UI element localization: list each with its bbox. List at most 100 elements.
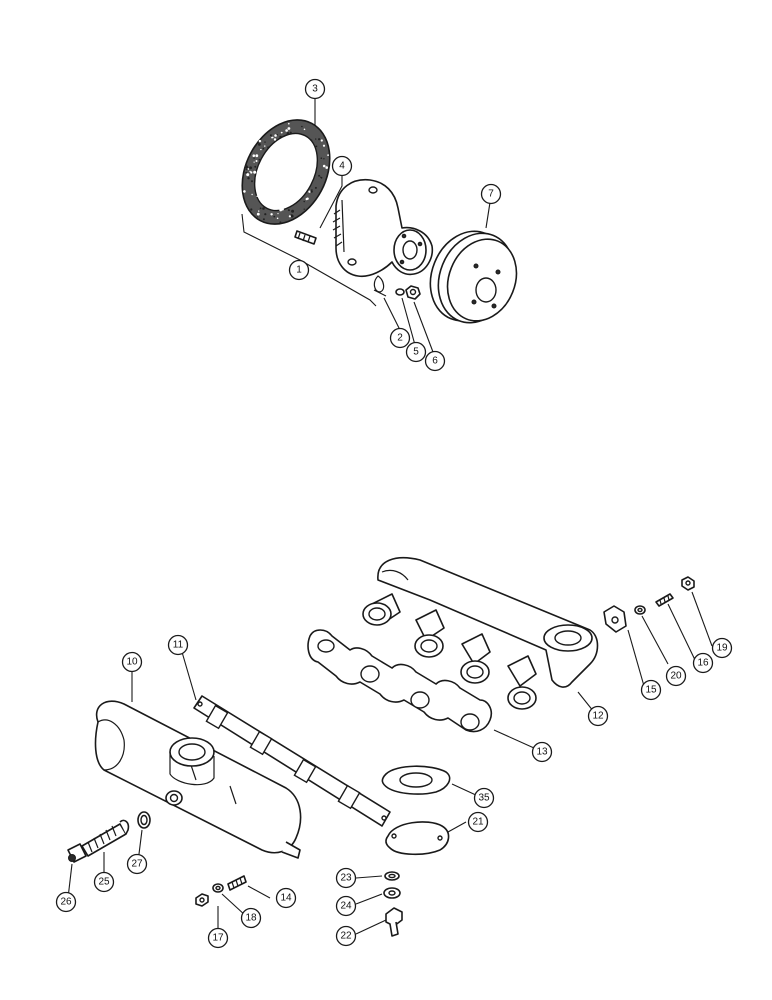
- gasket-texture-dot: [245, 165, 248, 169]
- gasket-texture-dot: [255, 154, 259, 158]
- gasket-texture-dot: [270, 213, 273, 216]
- gasket-texture-dot: [273, 138, 277, 141]
- exhaust-manifold-gasket: [307, 629, 493, 733]
- gasket-texture-dot: [322, 164, 326, 168]
- gasket-texture-dot: [256, 216, 259, 218]
- callout-7: 7: [480, 183, 502, 205]
- callout-6-label: 6: [432, 356, 438, 367]
- leader-lines: [67, 98, 713, 936]
- gasket-texture-dot: [258, 158, 261, 161]
- callout-24: 24: [335, 895, 357, 917]
- gasket-texture-dot: [243, 190, 246, 193]
- callout-16-label: 16: [697, 658, 709, 669]
- callout-5: 5: [405, 341, 427, 363]
- callout-3: 3: [304, 78, 326, 100]
- gasket-texture-dot: [325, 166, 329, 169]
- gasket-texture-dot: [262, 218, 265, 221]
- callout-labels: 1 2 3 4 5 6 7 10 11 12 13 14 15 16 17 18…: [55, 78, 733, 949]
- manifold-stud: [655, 593, 674, 607]
- gasket-texture-dot: [273, 215, 276, 218]
- plate-lock-washer: [383, 887, 401, 899]
- callout-35: 35: [473, 787, 495, 809]
- gasket-texture-dot: [260, 148, 262, 151]
- pump-gasket: [241, 119, 331, 225]
- gasket-texture-dot: [287, 209, 290, 212]
- gasket-texture-dot: [280, 131, 283, 134]
- callout-23-label: 23: [340, 873, 352, 884]
- gasket-texture-dot: [250, 208, 253, 211]
- manifold-washer: [634, 605, 646, 615]
- callout-14: 14: [275, 887, 297, 909]
- callout-15: 15: [640, 679, 662, 701]
- callout-17-label: 17: [212, 933, 224, 944]
- intake-washer: [212, 883, 224, 893]
- callout-19: 19: [711, 637, 733, 659]
- intake-manifold: [94, 700, 302, 859]
- gasket-texture-dot: [277, 213, 279, 215]
- manifold-nut: [681, 576, 695, 591]
- temperature-sender: [67, 843, 87, 863]
- gasket-texture-dot: [285, 129, 288, 132]
- callout-15-label: 15: [645, 685, 657, 696]
- callout-10-label: 10: [126, 657, 138, 668]
- gasket-texture-dot: [245, 168, 248, 171]
- callout-11-label: 11: [173, 640, 184, 651]
- gasket-texture-dot: [303, 200, 306, 203]
- gasket-texture-dot: [252, 154, 256, 157]
- exhaust-manifold: [362, 557, 599, 710]
- gasket-texture-dot: [322, 144, 326, 147]
- callout-11: 11: [167, 634, 189, 656]
- gasket-texture-dot: [320, 176, 323, 179]
- callout-26-label: 26: [60, 897, 72, 908]
- plate-bolt: [385, 907, 403, 937]
- gasket-texture-dot: [288, 215, 291, 218]
- callout-18: 18: [240, 907, 262, 929]
- gasket-texture-dot: [264, 141, 266, 143]
- gasket-texture-dot: [255, 160, 258, 162]
- gasket-texture-dot: [279, 136, 281, 138]
- manifold-ports: [362, 593, 537, 710]
- gasket-texture-dot: [315, 145, 318, 148]
- callout-16: 16: [692, 652, 714, 674]
- gasket-texture-dot: [259, 207, 262, 210]
- callout-3-label: 3: [312, 84, 318, 95]
- outlet-gasket: [381, 765, 451, 795]
- gasket-texture-dot: [258, 210, 260, 212]
- callout-2: 2: [389, 327, 411, 349]
- pump-lock-washer: [395, 288, 405, 296]
- callout-4-label: 4: [339, 161, 345, 172]
- gasket-texture-dot: [250, 171, 253, 174]
- callout-2-label: 2: [397, 333, 403, 344]
- pump-clip: [373, 275, 387, 297]
- gasket-texture-dot: [281, 207, 284, 211]
- gasket-texture-dot: [258, 143, 261, 146]
- callout-22: 22: [335, 925, 357, 947]
- callout-18-label: 18: [245, 913, 257, 924]
- callout-1: 1: [288, 259, 310, 281]
- callout-13: 13: [531, 741, 553, 763]
- callout-35-label: 35: [478, 793, 490, 804]
- callout-25-label: 25: [98, 877, 110, 888]
- gasket-texture-dot: [247, 168, 250, 170]
- callout-7-label: 7: [488, 189, 494, 200]
- callout-26: 26: [55, 891, 77, 913]
- gasket-texture-dot: [310, 139, 313, 141]
- gasket-texture-dot: [320, 157, 323, 159]
- gasket-texture-dot: [245, 171, 248, 174]
- gasket-texture-dot: [247, 177, 250, 180]
- gasket-texture-dot: [262, 147, 265, 150]
- callout-17: 17: [207, 927, 229, 949]
- gasket-texture-dot: [253, 157, 255, 159]
- gasket-texture-dot: [318, 138, 321, 141]
- gasket-texture-dot: [253, 170, 257, 174]
- water-pump-assembly: [241, 119, 518, 324]
- callout-21-label: 21: [472, 817, 484, 828]
- gasket-texture-dot: [262, 207, 265, 210]
- gasket-texture-dot: [308, 190, 311, 193]
- pump-stud: [294, 230, 317, 245]
- plate-washer: [384, 871, 400, 881]
- gasket-texture-dot: [256, 195, 258, 197]
- gasket-texture-dot: [303, 128, 306, 131]
- gasket-texture-dot: [264, 145, 266, 147]
